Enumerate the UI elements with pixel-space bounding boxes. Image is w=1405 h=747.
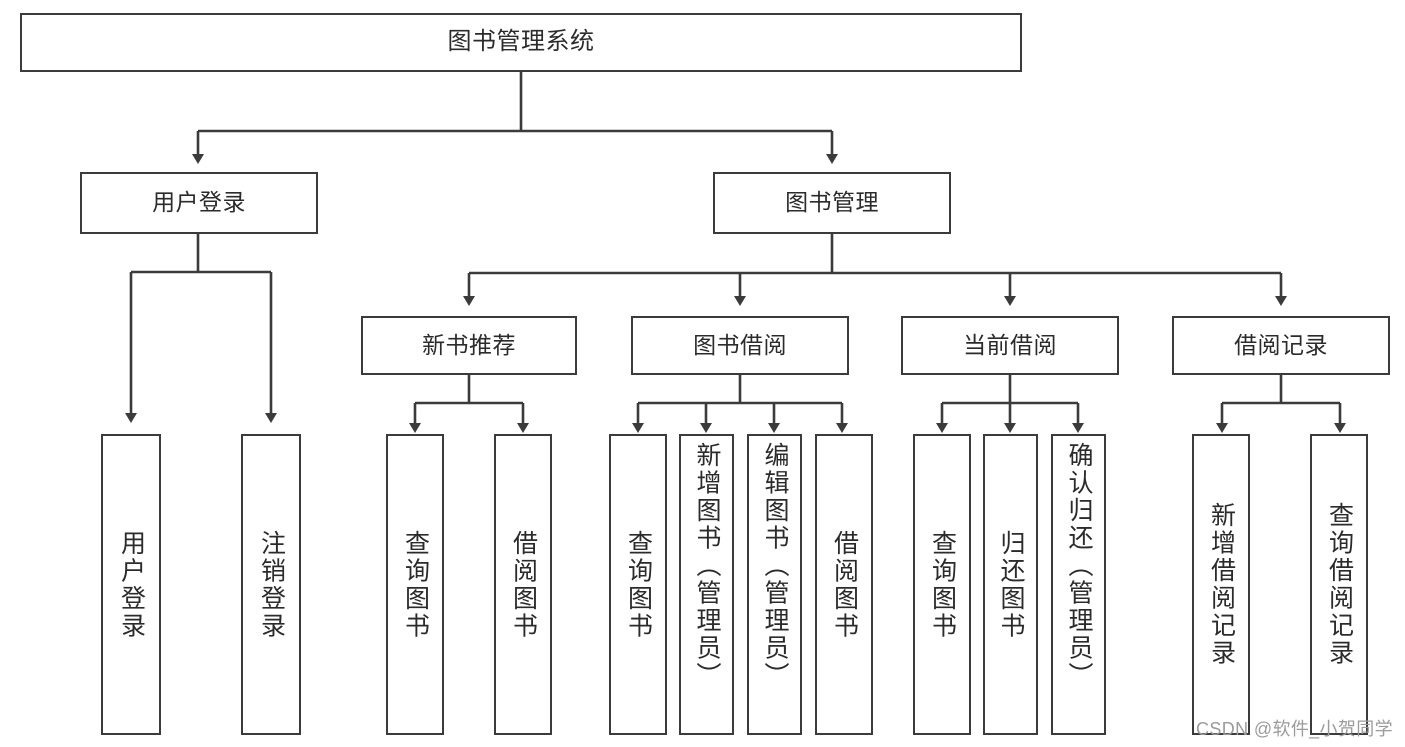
node-borrow-record[interactable]: 借阅记录	[1172, 316, 1390, 375]
node-label: 查询借阅记录	[1325, 502, 1354, 667]
node-label: 确认归还（管理员）	[1065, 442, 1093, 690]
node-label: 新增借阅记录	[1207, 502, 1236, 667]
node-user-login[interactable]: 用户登录	[80, 172, 318, 234]
leaf-borrow-book-borrow[interactable]: 借阅图书	[815, 434, 873, 735]
node-label: 用户登录	[152, 189, 246, 216]
leaf-add-book-admin[interactable]: 新增图书（管理员）	[679, 434, 734, 735]
node-label: 借阅图书	[509, 529, 538, 640]
leaf-edit-book-admin[interactable]: 编辑图书（管理员）	[747, 434, 802, 735]
csdn-watermark: CSDN @软件_小贺同学	[1196, 719, 1393, 739]
node-current-borrow[interactable]: 当前借阅	[901, 316, 1119, 375]
leaf-logout-login[interactable]: 注销登录	[241, 434, 301, 735]
leaf-query-book-current[interactable]: 查询图书	[913, 434, 971, 735]
node-label: 新书推荐	[422, 331, 516, 358]
leaf-query-borrow-record[interactable]: 查询借阅记录	[1310, 434, 1368, 735]
node-label: 查询图书	[624, 529, 653, 640]
node-label: 图书借阅	[693, 331, 787, 358]
leaf-query-book-borrow[interactable]: 查询图书	[609, 434, 667, 735]
node-label: 查询图书	[401, 529, 430, 640]
node-book-borrow[interactable]: 图书借阅	[631, 316, 849, 375]
node-label: 查询图书	[928, 529, 957, 640]
node-label: 注销登录	[257, 529, 286, 640]
node-label: 借阅图书	[830, 529, 859, 640]
node-label: 编辑图书（管理员）	[761, 442, 789, 690]
node-label: 图书管理	[785, 189, 879, 216]
leaf-borrow-book-recommend[interactable]: 借阅图书	[494, 434, 552, 735]
leaf-add-borrow-record[interactable]: 新增借阅记录	[1192, 434, 1250, 735]
node-book-management[interactable]: 图书管理	[713, 172, 951, 234]
node-new-book-recommend[interactable]: 新书推荐	[361, 316, 577, 375]
node-label: 借阅记录	[1234, 331, 1328, 358]
node-label: 图书管理系统	[447, 28, 595, 56]
leaf-confirm-return-admin[interactable]: 确认归还（管理员）	[1051, 434, 1106, 735]
leaf-user-login[interactable]: 用户登录	[101, 434, 161, 735]
node-label: 用户登录	[117, 529, 146, 640]
node-root-system[interactable]: 图书管理系统	[20, 13, 1022, 72]
node-label: 当前借阅	[963, 331, 1057, 358]
leaf-return-book[interactable]: 归还图书	[983, 434, 1038, 735]
node-label: 归还图书	[997, 529, 1025, 640]
node-label: 新增图书（管理员）	[693, 442, 721, 690]
leaf-query-book-recommend[interactable]: 查询图书	[386, 434, 444, 735]
